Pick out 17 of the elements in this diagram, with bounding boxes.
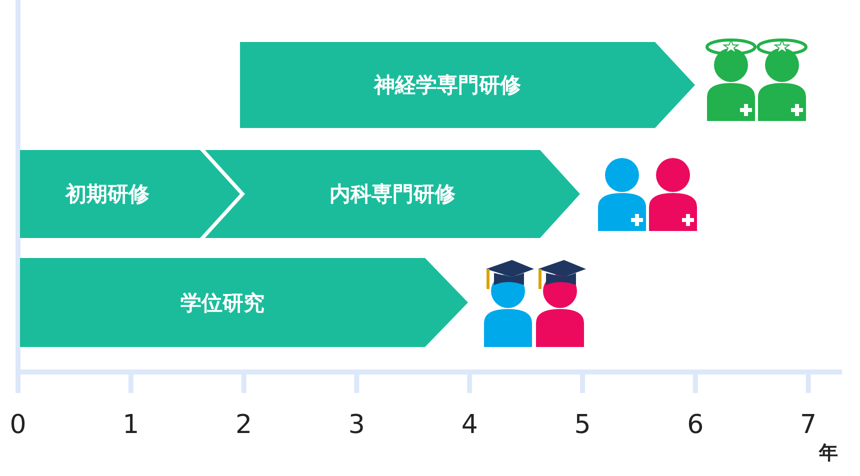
chevron-band bbox=[20, 258, 468, 347]
chevron-band bbox=[20, 150, 240, 238]
axis-tick-label: 3 bbox=[347, 410, 366, 440]
axis-unit-label: 年 bbox=[819, 441, 838, 466]
band-label: 神経学専門研修 bbox=[372, 72, 522, 99]
axis-tick-label: 2 bbox=[234, 410, 254, 440]
band-label: 初期研修 bbox=[64, 181, 150, 208]
chevron-band bbox=[240, 42, 695, 128]
axis-tick-label: 5 bbox=[573, 410, 592, 440]
band-label: 学位研究 bbox=[180, 290, 266, 316]
axis-tick-label: 0 bbox=[8, 410, 28, 440]
axis-tick-label: 6 bbox=[686, 410, 705, 440]
axis-tick-label: 1 bbox=[122, 410, 140, 440]
band-label: 内科専門研修 bbox=[328, 181, 456, 208]
chevron-band bbox=[205, 150, 580, 238]
axis-tick-label: 7 bbox=[799, 410, 818, 440]
axis-tick-label: 4 bbox=[460, 410, 479, 440]
